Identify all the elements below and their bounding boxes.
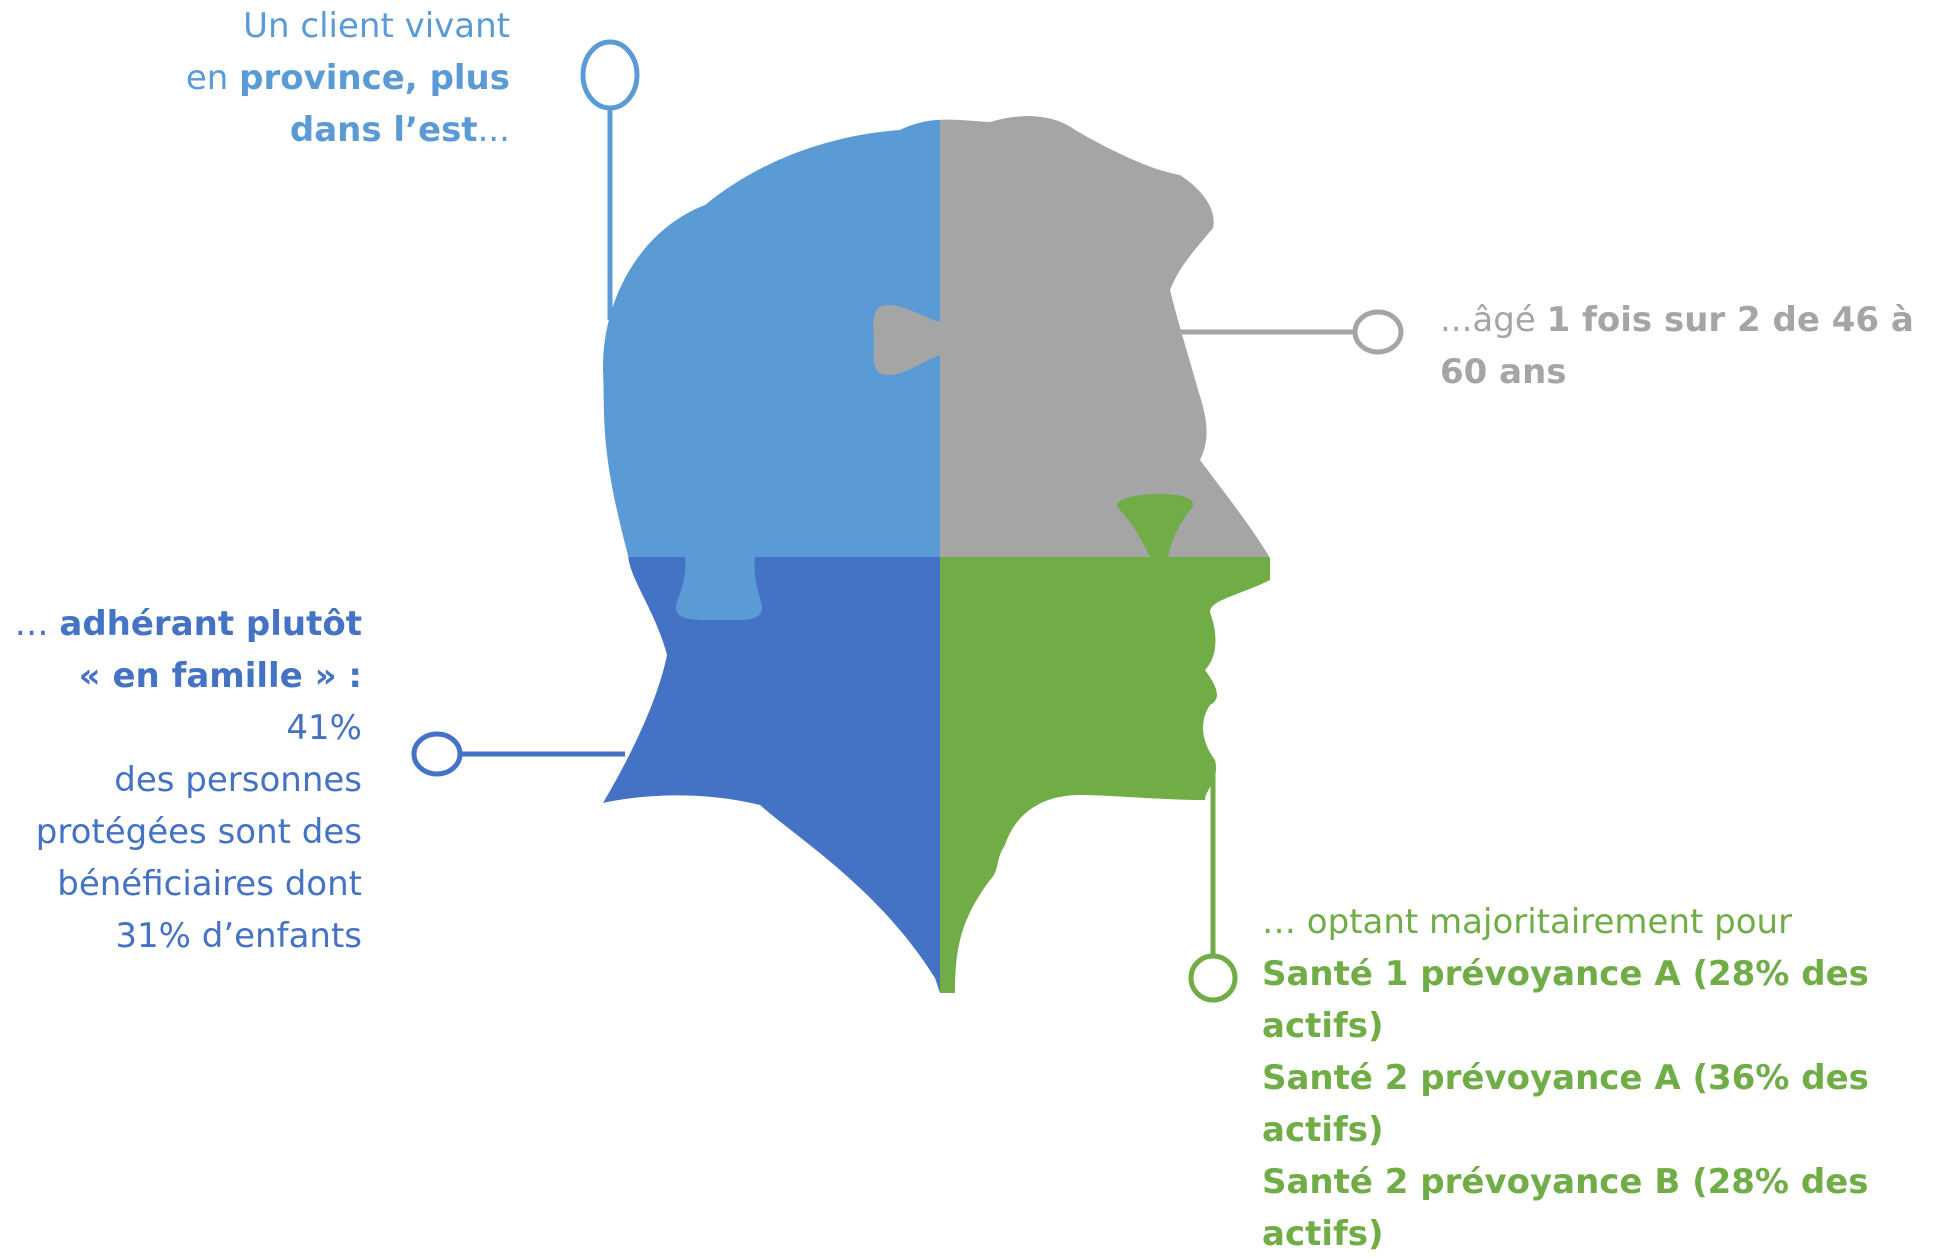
puzzle-tab-blue-right-lower	[940, 742, 1009, 808]
callout-coverage-line2: Santé 1 prévoyance A (28% des actifs)	[1262, 954, 1869, 1046]
callout-location: Un client vivant en province, plus dans …	[160, 0, 510, 156]
callout-age-line1a: ...âgé	[1440, 300, 1547, 340]
callout-family-line1a: …	[14, 604, 60, 644]
callout-coverage-line3: Santé 2 prévoyance A (36% des actifs)	[1262, 1058, 1869, 1150]
callout-family-line3: des personnes	[114, 760, 362, 800]
callout-location-line1: Un client vivant	[243, 6, 510, 46]
callout-family-line2a: « en famille » :	[78, 656, 362, 696]
connector-right-circle	[1352, 309, 1404, 355]
connector-top-circle	[580, 39, 640, 111]
callout-family-line1b: adhérant plutôt	[59, 604, 362, 644]
callout-location-line2b: province, plus	[239, 58, 510, 98]
connector-left-circle	[411, 731, 463, 777]
puzzle-tab-blue-right	[873, 305, 940, 375]
head-quadrant-top-right	[940, 116, 1270, 557]
callout-family-line6: 31% d’enfants	[115, 916, 362, 956]
callout-coverage-line4: Santé 2 prévoyance B (28% des actifs)	[1262, 1162, 1869, 1254]
head-puzzle-illustration	[411, 39, 1404, 1003]
callout-location-line3a: dans l’est	[289, 110, 478, 150]
callout-coverage-line1: … optant majoritairement pour	[1262, 902, 1793, 942]
callout-coverage: … optant majoritairement pour Santé 1 pr…	[1262, 896, 1945, 1260]
callout-family-line5: bénéficiaires dont	[57, 864, 362, 904]
callout-family-line4: protégées sont des	[35, 812, 362, 852]
callout-age-line2: 60 ans	[1440, 352, 1567, 392]
callout-location-line2a: en	[185, 58, 240, 98]
puzzle-tab-green-up	[1117, 494, 1194, 557]
puzzle-tab-blue-down	[676, 557, 762, 621]
callout-family: … adhérant plutôt « en famille » : 41% d…	[0, 598, 362, 962]
callout-location-line3b: ...	[477, 110, 510, 150]
connector-bottom-circle	[1188, 953, 1238, 1003]
callout-age-line1b: 1 fois sur 2 de 46 à	[1546, 300, 1914, 340]
callout-age: ...âgé 1 fois sur 2 de 46 à 60 ans	[1440, 294, 1940, 398]
callout-family-line2b: 41%	[286, 708, 362, 748]
